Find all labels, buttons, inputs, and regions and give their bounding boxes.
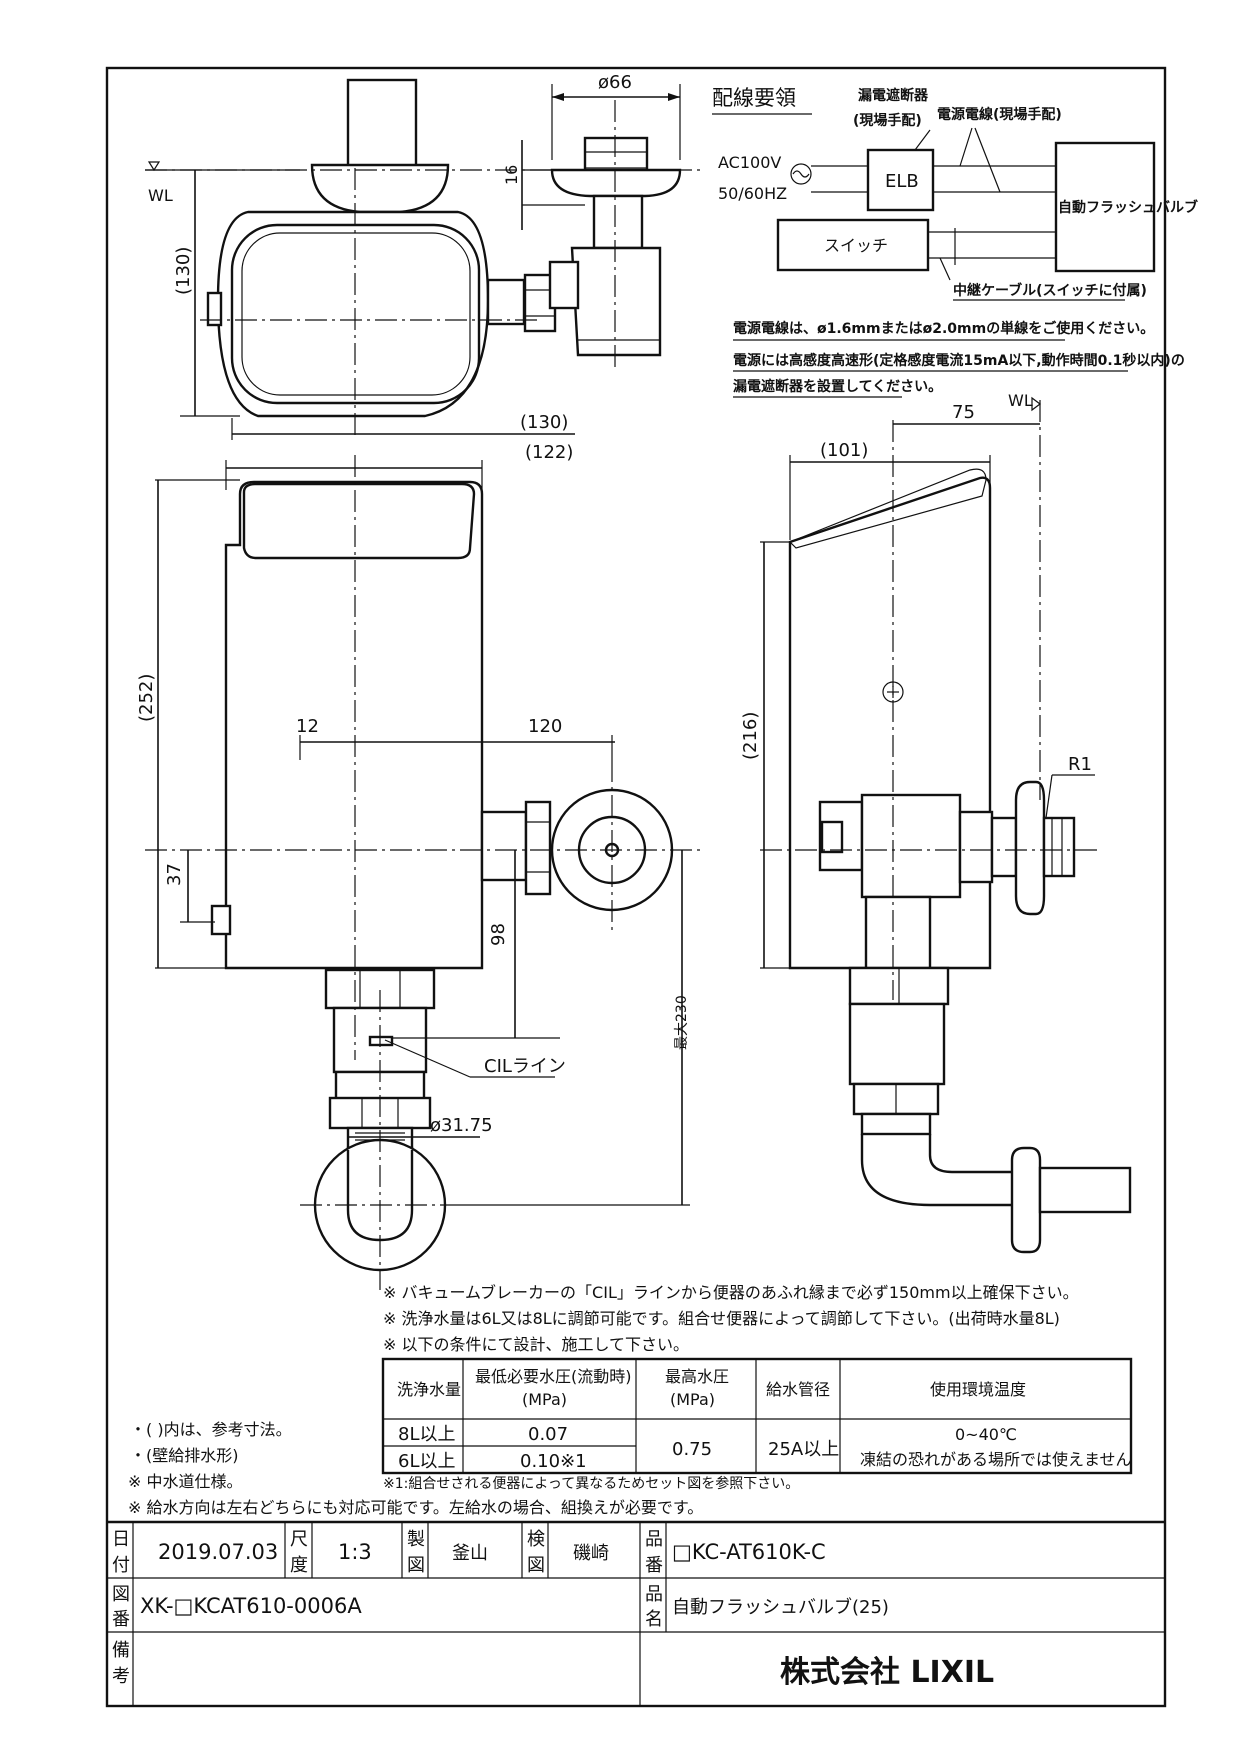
scale-value: 1:3 [338,1540,372,1564]
part-name-label-2: 名 [645,1609,663,1630]
td-temp-note: 凍結の恐れがある場所では使えません [860,1450,1132,1469]
valve-box [1054,141,1156,273]
drawing-no-label-1: 図 [112,1584,130,1605]
td-temp: 0~40℃ [955,1425,1017,1444]
dim-122: (122) [525,442,573,463]
dim-max-230: 最大230 [674,995,690,1050]
top-view: WL ø66 16 (130) (130) [145,72,700,440]
dim-130-horizontal: (130) [520,412,568,433]
part-name: 自動フラッシュバルブ(25) [672,1596,889,1618]
ac-voltage: AC100V [718,153,781,172]
th-max-pressure: 最高水圧 [665,1367,729,1386]
note-3: ※ 以下の条件にて設計、施工して下さい。 [383,1335,689,1354]
td-6l-pressure: 0.10※1 [520,1451,587,1472]
check-label-2: 図 [527,1555,545,1576]
elcb-label: 漏電遮断器 [858,87,929,104]
note-left-2: ・(壁給排水形) [130,1446,239,1465]
remarks-label-1: 備 [112,1640,130,1661]
scale-label-2: 度 [290,1555,308,1576]
drawing-no-label-2: 番 [112,1609,130,1630]
switch-label: スイッチ [824,236,888,255]
td-8l-pressure: 0.07 [528,1424,568,1445]
relay-cable-label: 中継ケーブル(スイッチに付属) [953,282,1147,299]
dim-37: 37 [164,863,185,886]
note-bottom: ※ 給水方向は左右どちらにも対応可能です。左給水の場合、組換えが必要です。 [128,1498,703,1517]
elcb-note: (現場手配) [853,112,922,129]
date-value: 2019.07.03 [158,1540,278,1564]
switch-box [776,218,930,272]
title-block: 日 付 2019.07.03 尺 度 1:3 製 図 釜山 検 図 磯崎 品 番… [107,1520,1165,1706]
date-label-2: 付 [112,1555,130,1576]
footnote: ※1:組合せされる便器によって異なるためセット図を参照下さい。 [383,1475,799,1492]
th-pipe: 給水管径 [766,1380,830,1399]
drawn-label-2: 図 [407,1555,425,1576]
date-label-1: 日 [112,1529,130,1550]
dim-31-75: ø31.75 [430,1115,493,1136]
th-temperature: 使用環境温度 [930,1380,1026,1399]
td-6l: 6L以上 [398,1451,455,1472]
part-no-label-2: 番 [645,1555,663,1576]
elb-label: ELB [885,171,919,192]
td-pipe: 25A以上 [768,1439,839,1460]
drawn-by: 釜山 [452,1543,488,1564]
elb-box [866,148,935,212]
side-view: 75 WL (101) (216) R1 [740,391,1132,1254]
drawn-label-1: 製 [407,1529,425,1550]
thread-r1: R1 [1068,754,1092,775]
drawing-border [105,66,1167,1708]
ac-frequency: 50/60HZ [718,184,787,203]
note-left-1: ・( )内は、参考寸法。 [130,1420,292,1439]
part-number: □KC-AT610K-C [672,1540,826,1564]
th-max-pressure-unit: (MPa) [670,1390,715,1409]
dim-12: 12 [296,716,319,737]
drawing-number: XK-□KCAT610-0006A [140,1594,362,1618]
wiring-note-3: 漏電遮断器を設置してください。 [733,378,942,395]
wiring-note-2: 電源には高感度高速形(定格感度電流15mA以下,動作時間0.1秒以内)の [733,352,1185,369]
dim-120: 120 [528,716,562,737]
th-min-pressure: 最低必要水圧(流動時) [475,1367,632,1386]
valve-box-label: 自動フラッシュバルブ [1058,199,1198,216]
note-1: ※ バキュームブレーカーの「CIL」ラインから便器のあふれ縁まで必ず150mm以… [383,1283,1079,1302]
wl-left-label: WL [148,186,173,205]
td-max-pressure: 0.75 [672,1439,712,1460]
spec-table: 洗浄水量 最低必要水圧(流動時) (MPa) 最高水圧 (MPa) 給水管径 使… [381,1357,1133,1475]
wiring-note-1: 電源電線は、ø1.6mmまたはø2.0mmの単線をご使用ください。 [733,320,1154,337]
wiring-diagram: 配線要領 漏電遮断器 (現場手配) 電源電線(現場手配) AC100V 50/6… [712,86,1198,398]
dim-216: (216) [740,712,761,760]
dim-75: 75 [952,402,975,423]
part-name-label-1: 品 [645,1584,663,1605]
wiring-title: 配線要領 [712,86,796,110]
notes: ※ バキュームブレーカーの「CIL」ラインから便器のあふれ縁まで必ず150mm以… [128,1283,1079,1517]
power-line-label: 電源電線(現場手配) [937,106,1062,123]
remarks-label-2: 考 [112,1666,130,1687]
dim-101: (101) [820,440,868,461]
th-flush-volume: 洗浄水量 [397,1380,461,1399]
front-view: (122) (252) 12 120 37 98 最大230 CILライン ø3… [136,442,700,1290]
check-label-1: 検 [527,1529,545,1550]
dim-252: (252) [136,674,157,722]
dim-66: ø66 [598,72,632,93]
td-8l: 8L以上 [398,1424,455,1445]
note-left-3: ※ 中水道仕様。 [128,1472,243,1491]
part-no-label-1: 品 [645,1529,663,1550]
company-logo: 株式会社 LIXIL [780,1655,994,1690]
dim-98: 98 [488,923,509,946]
cil-line-label: CILライン [484,1056,566,1077]
wl-right-label: WL [1008,391,1033,410]
checked-by: 磯崎 [573,1543,609,1564]
th-min-pressure-unit: (MPa) [522,1390,567,1409]
dim-16: 16 [502,165,521,185]
note-2: ※ 洗浄水量は6L又は8Lに調節可能です。組合せ便器によって調節して下さい。(出… [383,1309,1060,1328]
scale-label-1: 尺 [290,1529,308,1550]
dim-130-vertical: (130) [173,247,194,295]
